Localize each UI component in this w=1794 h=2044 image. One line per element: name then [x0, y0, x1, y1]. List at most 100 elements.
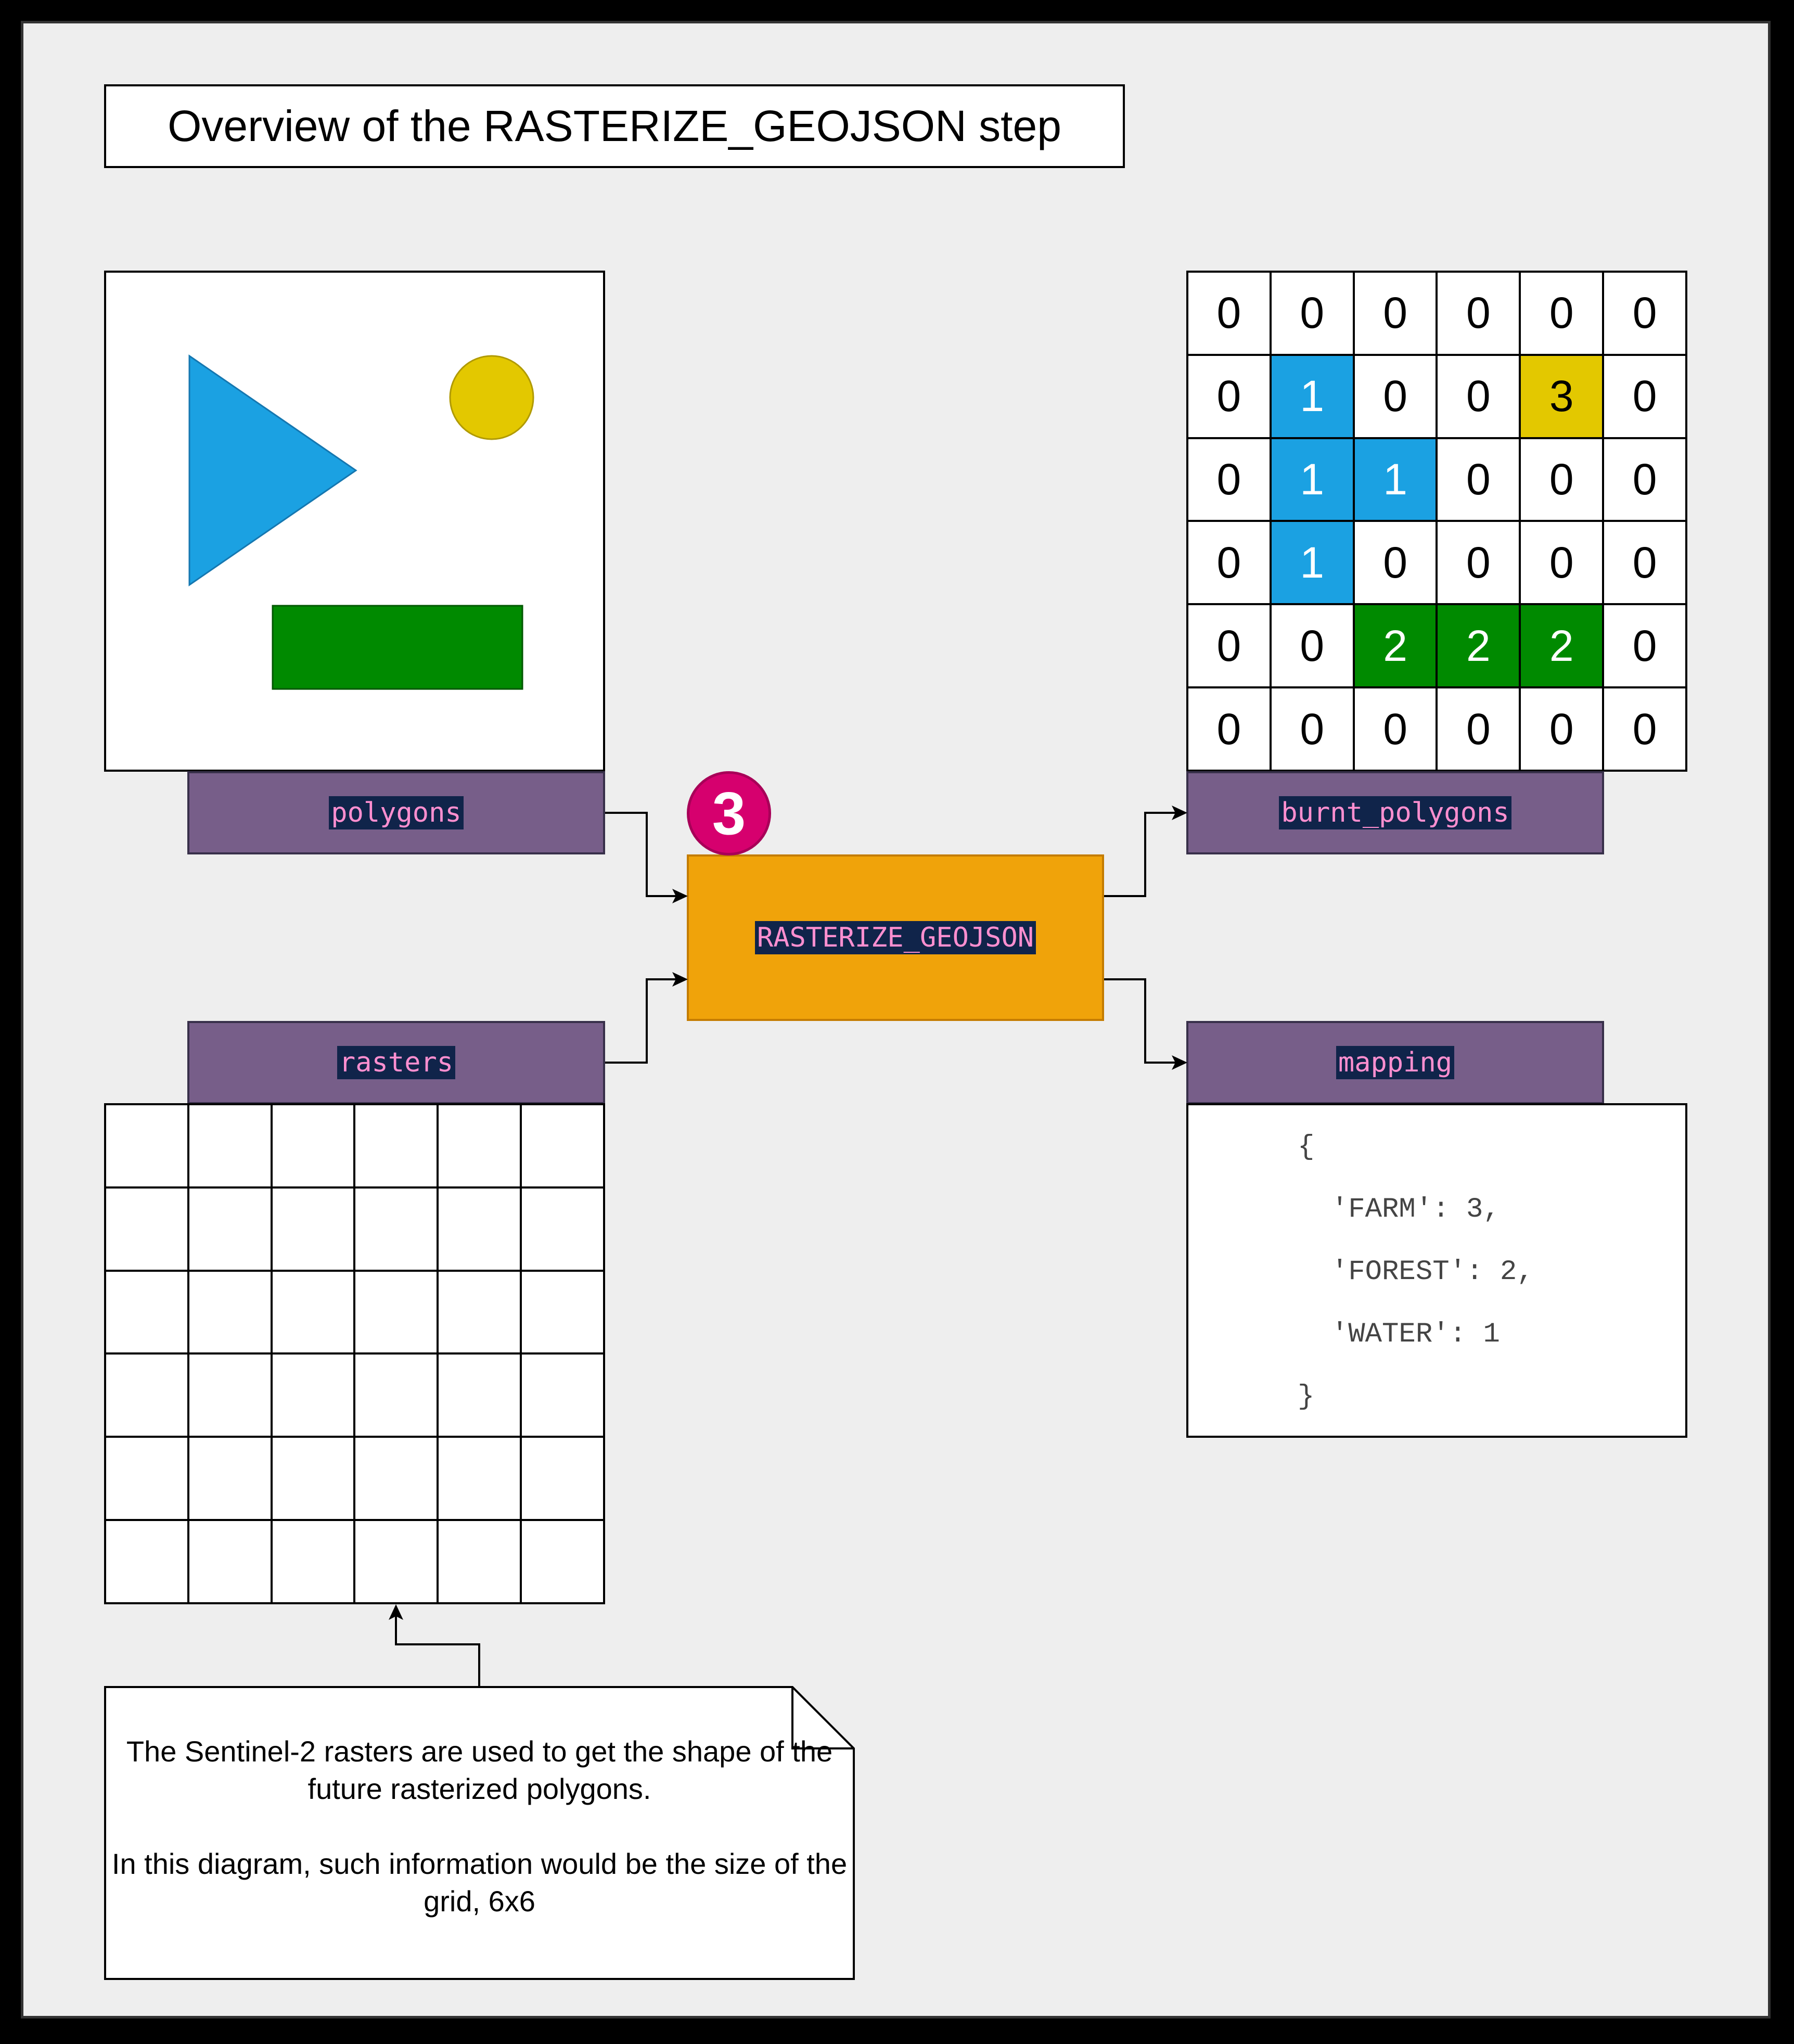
- mapping-box: { 'FARM': 3, 'FOREST': 2, 'WATER': 1 }: [1186, 1103, 1687, 1438]
- raster-cell: [106, 1105, 189, 1189]
- raster-cell: [522, 1438, 605, 1522]
- step-number: 3: [712, 780, 746, 847]
- polygons-panel: [104, 271, 605, 772]
- raster-cell: [522, 1105, 605, 1189]
- grid-cell: 0: [1604, 273, 1687, 356]
- triangle-shape: [188, 354, 357, 586]
- grid-cell: 0: [1188, 439, 1272, 522]
- mapping-tab: mapping: [1186, 1021, 1604, 1104]
- raster-cell: [355, 1438, 439, 1522]
- grid-cell: 0: [1438, 273, 1521, 356]
- grid-cell: 1: [1271, 439, 1355, 522]
- mapping-line: {: [1298, 1131, 1315, 1163]
- raster-cell: [272, 1521, 356, 1604]
- rasters-grid: [104, 1103, 605, 1604]
- mapping-line: }: [1298, 1381, 1315, 1413]
- rasters-label: rasters: [337, 1046, 456, 1079]
- burnt-polygons-tab: burnt_polygons: [1186, 771, 1604, 854]
- note-shape: [104, 1686, 855, 1980]
- diagram-title: Overview of the RASTERIZE_GEOJSON step: [104, 84, 1125, 168]
- diagram-title-text: Overview of the RASTERIZE_GEOJSON step: [168, 101, 1061, 150]
- grid-cell: 0: [1438, 439, 1521, 522]
- mapping-label: mapping: [1336, 1046, 1455, 1079]
- grid-cell: 0: [1354, 522, 1438, 606]
- raster-cell: [439, 1105, 522, 1189]
- grid-cell: 2: [1438, 605, 1521, 689]
- grid-cell: 0: [1354, 688, 1438, 772]
- raster-cell: [522, 1355, 605, 1438]
- raster-cell: [272, 1271, 356, 1355]
- raster-cell: [106, 1271, 189, 1355]
- raster-cell: [189, 1521, 273, 1604]
- rasters-tab: rasters: [187, 1021, 605, 1104]
- raster-cell: [189, 1188, 273, 1272]
- grid-cell: 0: [1521, 273, 1605, 356]
- raster-cell: [189, 1271, 273, 1355]
- raster-cell: [272, 1105, 356, 1189]
- raster-cell: [189, 1355, 273, 1438]
- raster-cell: [272, 1438, 356, 1522]
- grid-cell: 3: [1521, 355, 1605, 439]
- raster-cell: [439, 1271, 522, 1355]
- grid-cell: 0: [1188, 688, 1272, 772]
- grid-cell: 1: [1271, 522, 1355, 606]
- grid-cell: 0: [1604, 522, 1687, 606]
- raster-cell: [439, 1521, 522, 1604]
- grid-cell: 0: [1604, 605, 1687, 689]
- grid-cell: 0: [1604, 355, 1687, 439]
- polygons-tab: polygons: [187, 771, 605, 854]
- circle-shape: [449, 355, 534, 440]
- grid-cell: 0: [1354, 355, 1438, 439]
- raster-cell: [106, 1438, 189, 1522]
- grid-cell: 2: [1354, 605, 1438, 689]
- raster-cell: [522, 1188, 605, 1272]
- raster-cell: [355, 1105, 439, 1189]
- raster-cell: [106, 1355, 189, 1438]
- grid-cell: 0: [1521, 522, 1605, 606]
- raster-cell: [522, 1521, 605, 1604]
- grid-cell: 2: [1521, 605, 1605, 689]
- raster-cell: [522, 1271, 605, 1355]
- raster-cell: [106, 1521, 189, 1604]
- raster-cell: [355, 1355, 439, 1438]
- grid-cell: 0: [1521, 439, 1605, 522]
- raster-cell: [355, 1521, 439, 1604]
- grid-cell: 0: [1188, 605, 1272, 689]
- rectangle-shape: [272, 605, 523, 690]
- step-label: RASTERIZE_GEOJSON: [754, 921, 1036, 954]
- step-number-badge: 3: [687, 771, 771, 855]
- raster-cell: [189, 1438, 273, 1522]
- note-line-2: In this diagram, such information would …: [111, 1847, 848, 1918]
- raster-cell: [106, 1188, 189, 1272]
- raster-cell: [439, 1438, 522, 1522]
- burnt-polygons-label: burnt_polygons: [1279, 796, 1511, 829]
- grid-cell: 0: [1188, 355, 1272, 439]
- grid-cell: 0: [1438, 688, 1521, 772]
- polygons-label: polygons: [329, 796, 464, 829]
- note-text: The Sentinel-2 rasters are used to get t…: [104, 1733, 855, 1920]
- grid-cell: 0: [1188, 273, 1272, 356]
- mapping-line: 'FOREST': 2,: [1298, 1256, 1534, 1288]
- grid-cell: 1: [1354, 439, 1438, 522]
- grid-cell: 0: [1271, 605, 1355, 689]
- grid-cell: 0: [1438, 522, 1521, 606]
- grid-cell: 0: [1354, 273, 1438, 356]
- raster-cell: [439, 1188, 522, 1272]
- rasterize-step-box: RASTERIZE_GEOJSON: [687, 854, 1104, 1021]
- raster-cell: [355, 1271, 439, 1355]
- grid-cell: 0: [1271, 273, 1355, 356]
- grid-cell: 0: [1604, 439, 1687, 522]
- mapping-line: 'WATER': 1: [1298, 1319, 1500, 1350]
- mapping-line: 'FARM': 3,: [1298, 1194, 1500, 1225]
- grid-cell: 0: [1438, 355, 1521, 439]
- raster-cell: [272, 1355, 356, 1438]
- raster-cell: [272, 1188, 356, 1272]
- raster-cell: [189, 1105, 273, 1189]
- note-line-1: The Sentinel-2 rasters are used to get t…: [126, 1735, 833, 1805]
- raster-cell: [355, 1188, 439, 1272]
- grid-cell: 0: [1188, 522, 1272, 606]
- grid-cell: 1: [1271, 355, 1355, 439]
- polygons-illustration: [188, 354, 534, 690]
- grid-cell: 0: [1521, 688, 1605, 772]
